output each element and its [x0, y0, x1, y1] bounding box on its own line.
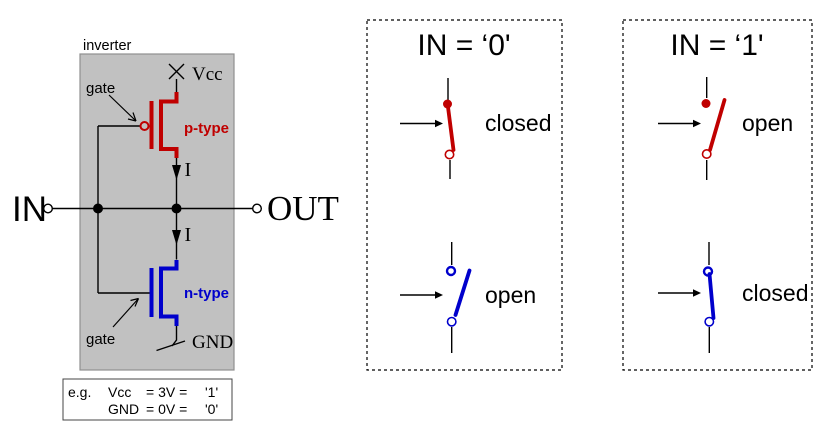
gate-label-top: gate	[86, 80, 115, 97]
inverter-panel-title: inverter	[83, 38, 132, 54]
case-in0-p-state: closed	[485, 110, 551, 136]
current-arrow-bottom-icon	[172, 213, 181, 260]
example-row1-value: '1'	[205, 384, 218, 400]
vcc-label: Vcc	[192, 64, 223, 85]
pmos-label: p-type	[184, 120, 229, 137]
junction-dot-input	[93, 203, 103, 214]
nmos-transistor-symbol	[149, 260, 179, 326]
case-in1-border	[622, 19, 813, 371]
in-out-wire	[43, 203, 262, 214]
inverter-schematic: inverter Vcc p-type I	[12, 38, 339, 371]
case-in0-border	[366, 19, 563, 371]
pmos-channel	[159, 92, 179, 158]
vcc-terminal-icon	[168, 63, 185, 92]
nmos-label: n-type	[184, 285, 229, 302]
switch-arrow-icon	[658, 289, 701, 297]
switch-contact-circle	[701, 149, 712, 160]
current-label-top: I	[185, 159, 192, 181]
example-box-border	[62, 378, 233, 421]
example-row1-label: Vcc	[108, 384, 131, 400]
in-terminal-icon	[43, 203, 54, 214]
switch-arrow-icon	[400, 119, 443, 128]
switch-contact-circle	[444, 149, 455, 160]
gate-label-bottom: gate	[86, 331, 115, 348]
gnd-label: GND	[192, 332, 233, 353]
switch-pivot-dot	[445, 265, 457, 277]
example-row2-eq: = 0V =	[146, 401, 187, 417]
example-box: e.g. Vcc = 3V = '1' GND = 0V = '0'	[62, 378, 233, 421]
pmos-gate-bubble	[139, 121, 150, 131]
out-terminal-icon	[251, 203, 262, 214]
case-in0-n-state: open	[485, 282, 536, 308]
in-label: IN	[12, 190, 47, 229]
pmos-switch-open-symbol	[658, 77, 727, 180]
switch-arrow-icon	[658, 119, 701, 128]
pmos-transistor-symbol	[139, 92, 179, 158]
case-in0-panel: IN = ‘0' closed open	[366, 19, 563, 371]
case-in1-n-state: closed	[742, 280, 808, 306]
example-row2-value: '0'	[205, 401, 218, 417]
current-label-bottom: I	[185, 224, 192, 246]
current-arrow-top-icon	[172, 158, 181, 204]
example-prefix: e.g.	[68, 384, 91, 400]
case-in1-panel: IN = ‘1' open closed	[622, 19, 813, 371]
out-label: OUT	[267, 189, 339, 228]
junction-dot-output	[171, 203, 182, 214]
gate-arrow-bottom-icon	[112, 297, 140, 328]
inverter-panel-background	[79, 53, 235, 371]
nmos-switch-closed-symbol	[658, 242, 716, 353]
example-row2-label: GND	[108, 401, 139, 417]
gnd-terminal-icon	[156, 326, 186, 352]
case-in0-title: IN = ‘0'	[417, 29, 510, 62]
switch-arrow-icon	[400, 291, 443, 299]
switch-pivot-dot	[443, 99, 452, 109]
nmos-switch-open-symbol	[400, 242, 472, 353]
case-in1-p-state: open	[742, 110, 793, 136]
nmos-channel	[159, 260, 179, 326]
switch-contact-circle	[704, 316, 715, 327]
switch-pivot-dot	[701, 99, 711, 108]
switch-contact-circle	[446, 316, 457, 327]
pmos-switch-closed-symbol	[400, 78, 456, 179]
gate-arrow-top-icon	[108, 94, 137, 122]
case-in1-title: IN = ‘1'	[670, 29, 763, 62]
example-row1-eq: = 3V =	[146, 384, 187, 400]
